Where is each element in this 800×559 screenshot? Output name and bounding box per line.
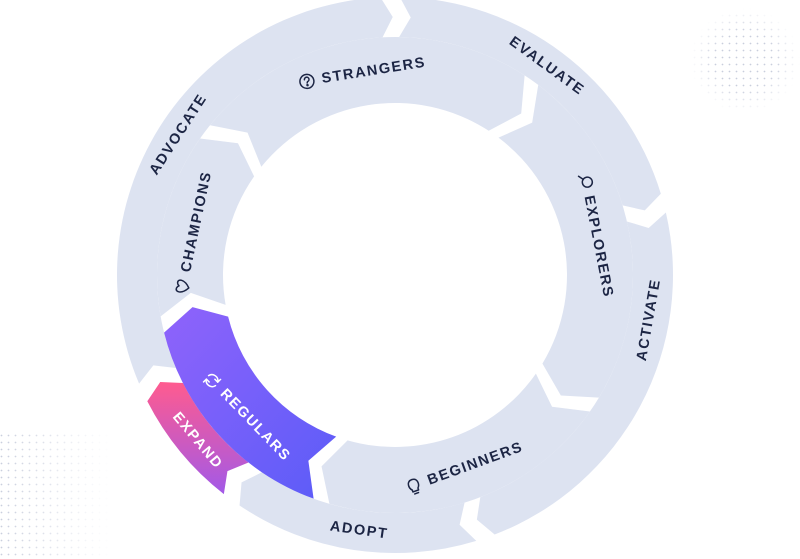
inner-segment-regulars bbox=[164, 307, 337, 499]
outer-segment-advocate bbox=[117, 0, 393, 384]
dot-pattern-top-right bbox=[690, 8, 800, 113]
heart-icon bbox=[175, 279, 190, 293]
magnifier-icon bbox=[577, 175, 594, 188]
outer-segment-activate bbox=[476, 212, 673, 535]
outer-ring bbox=[117, 0, 673, 553]
outer-segment-evaluate bbox=[399, 0, 661, 211]
inner-segment-explorers bbox=[498, 84, 634, 398]
inner-segment-strangers bbox=[210, 37, 525, 167]
lightbulb-icon bbox=[407, 478, 420, 495]
inner-segment-beginners bbox=[321, 373, 590, 513]
outer-segment-expand bbox=[147, 381, 249, 495]
refresh-icon bbox=[202, 373, 222, 388]
inner-segment-champions bbox=[157, 138, 255, 317]
outer-segment-adopt bbox=[239, 472, 477, 553]
inner-ring bbox=[157, 37, 634, 513]
question-circle-icon bbox=[299, 73, 315, 90]
dot-pattern-bottom-left bbox=[0, 430, 110, 559]
